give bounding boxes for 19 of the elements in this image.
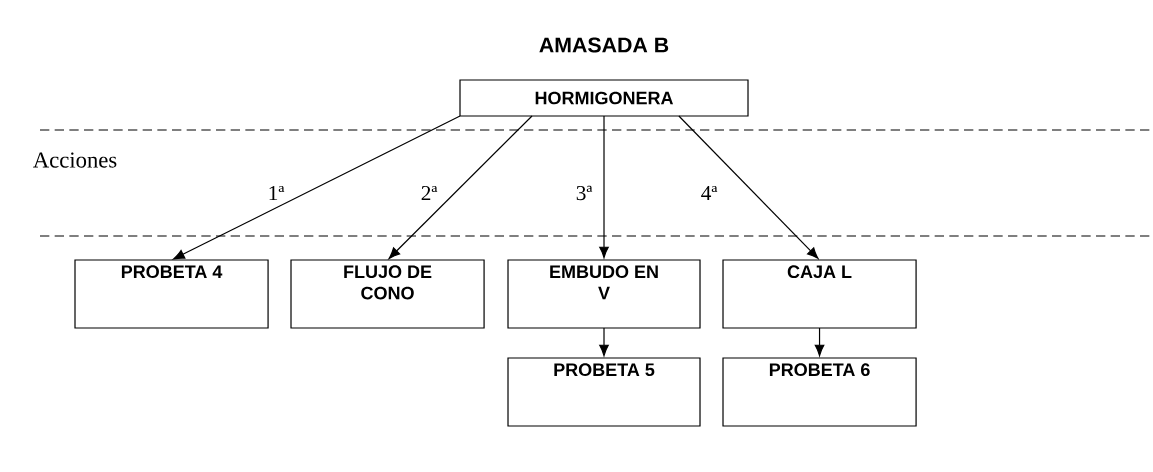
test-box: FLUJO DE CONO — [290, 259, 485, 329]
machine-box: HORMIGONERA — [459, 79, 749, 117]
title: AMASADA B — [539, 37, 669, 53]
test-box: EMBUDO EN V — [507, 259, 701, 329]
arrow — [173, 115, 461, 260]
arrow — [599, 115, 609, 259]
side-label: Acciones — [33, 152, 117, 168]
test-box: PROBETA 5 — [507, 357, 701, 427]
edge-label: 4ª — [701, 185, 718, 201]
edge-label: 1ª — [269, 185, 285, 201]
edge-label: 3ª — [576, 185, 593, 201]
arrow — [678, 115, 819, 259]
test-box: PROBETA 4 — [74, 259, 269, 329]
arrow — [599, 327, 609, 357]
arrow — [388, 115, 533, 259]
arrow — [814, 327, 825, 357]
test-box: PROBETA 6 — [722, 357, 917, 427]
edge-label: 2ª — [421, 185, 438, 201]
test-box: CAJA L — [722, 259, 917, 329]
